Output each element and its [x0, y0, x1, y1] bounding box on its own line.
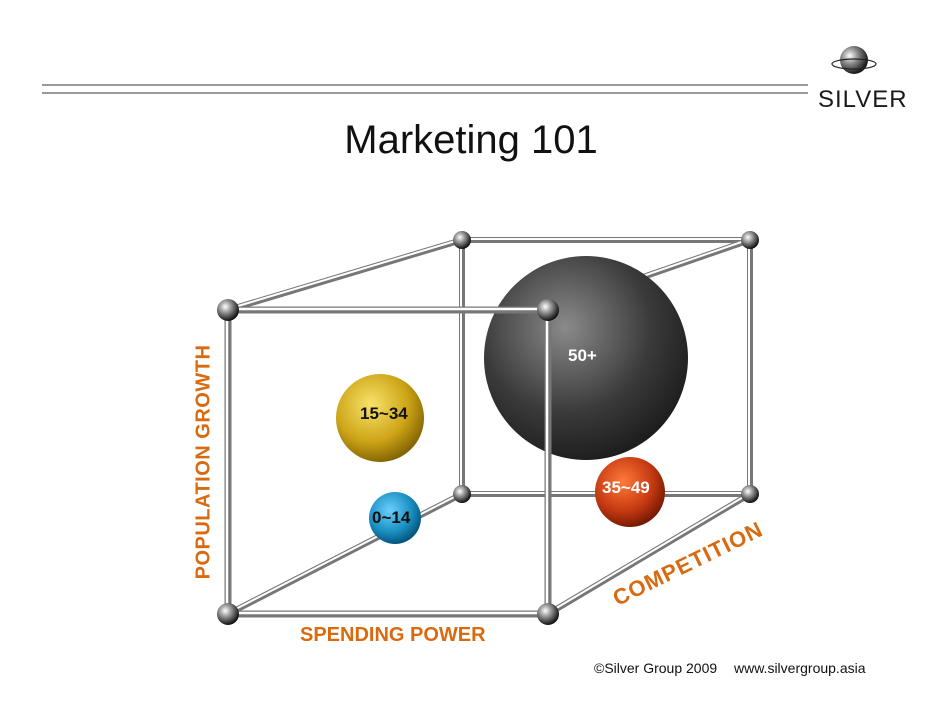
header-rule-bottom	[42, 92, 808, 94]
axis-label-population-growth: POPULATION GROWTH	[192, 344, 215, 580]
axis-label-spending-power: SPENDING POWER	[300, 624, 486, 646]
header-rule-top	[42, 84, 808, 86]
page-title: Marketing 101	[344, 118, 598, 162]
logo-text: SILVER	[818, 86, 908, 113]
segment-sphere-35-49	[595, 457, 665, 527]
footer-url: www.silvergroup.asia	[734, 660, 866, 676]
cube-joints	[217, 231, 759, 625]
silver-ball-logo-icon	[831, 46, 877, 74]
segment-label-35-49: 35~49	[602, 478, 650, 497]
segment-label-50plus: 50+	[568, 346, 597, 365]
segment-sphere-0-14	[369, 492, 421, 544]
segment-label-0-14: 0~14	[372, 508, 411, 527]
footer-copyright: ©Silver Group 2009	[594, 660, 718, 676]
segment-label-15-34: 15~34	[360, 404, 408, 423]
segment-sphere-15-34	[336, 374, 424, 462]
